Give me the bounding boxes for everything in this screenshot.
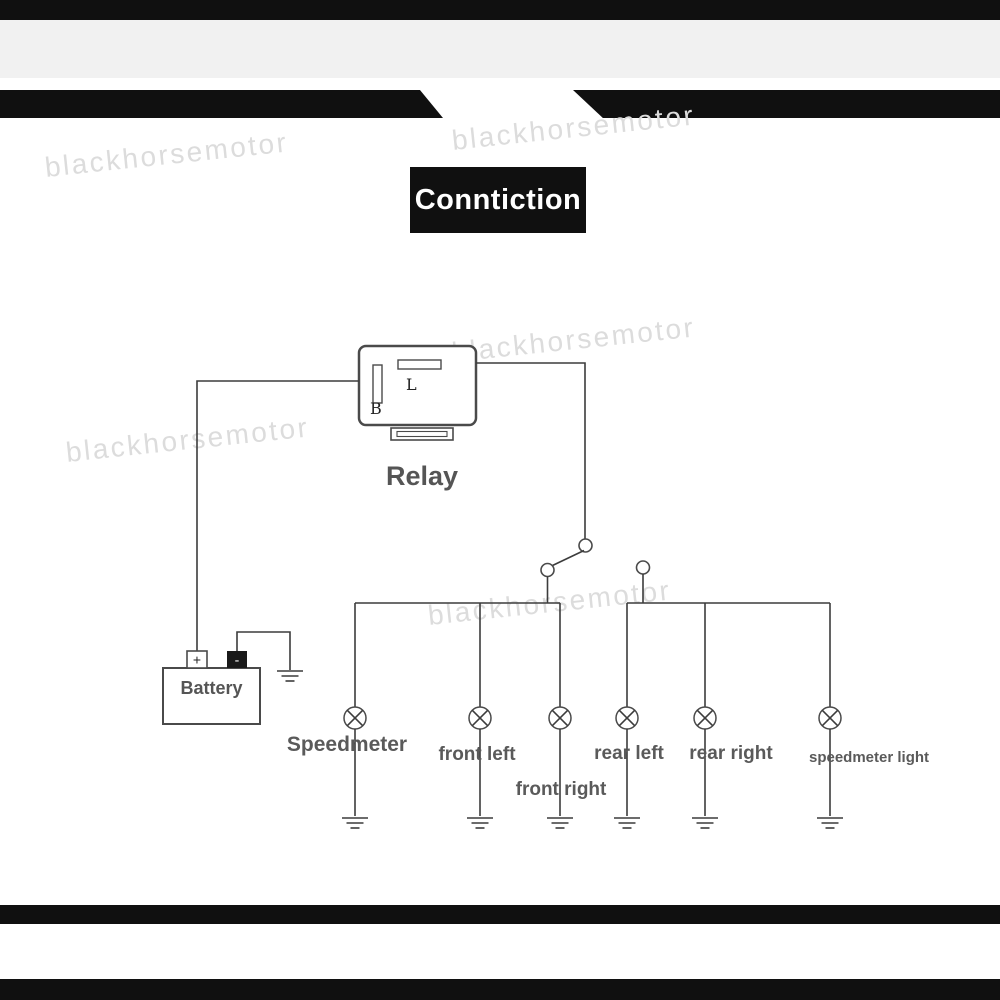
switch-terminal-icon	[540, 562, 555, 578]
relay-label: Relay	[385, 461, 459, 491]
battery-negative-terminal	[227, 651, 247, 668]
header-stripe-left	[0, 90, 443, 118]
lamp-branch-speedmeter	[342, 603, 368, 829]
relay-pin-b-label: B	[370, 399, 382, 418]
relay-pin-b-contact	[372, 364, 383, 404]
relay-body	[357, 344, 478, 427]
lamp-label-front-right: front right	[515, 779, 607, 800]
lamp-x	[346, 709, 364, 727]
header-stripe-right	[573, 90, 1000, 118]
switch-terminal-icon	[578, 538, 593, 553]
switch-terminal-icon	[635, 560, 651, 575]
relay-to-battery-wire	[196, 380, 359, 652]
lamp-branch-rear-left	[614, 603, 640, 829]
lamp-label-rear-left: rear left	[594, 743, 664, 764]
lamp-label-speedmeter: Speedmeter	[286, 733, 408, 756]
battery-ground-wire	[236, 631, 291, 670]
bottom-black-bar-upper	[0, 905, 1000, 924]
battery-negative-label: -	[235, 652, 240, 668]
relay-connector-inner	[396, 430, 448, 438]
title-banner: Conntiction	[410, 167, 586, 233]
lamp-branch-front-left	[467, 603, 493, 829]
header-gray-band	[0, 20, 1000, 78]
lamp-x	[471, 709, 489, 727]
relay-pin-l-label: L	[406, 375, 417, 394]
battery-label: Battery	[180, 678, 242, 698]
bottom-black-bar-lower	[0, 979, 1000, 1000]
lamp-branch-speedmeter-light	[817, 603, 843, 829]
relay-pin-l-contact	[397, 359, 442, 370]
switch-lever	[552, 549, 585, 567]
lamp-x	[551, 709, 569, 727]
lamp-label-speedmeter-light: speedmeter light	[808, 749, 930, 766]
lamp-branch-rear-right	[692, 603, 718, 829]
page-title: Conntiction	[414, 183, 582, 216]
battery-body	[162, 667, 261, 725]
top-black-bar	[0, 0, 1000, 20]
battery-positive-label: +	[193, 652, 201, 668]
relay-to-switch-wire	[476, 362, 586, 539]
battery-positive-terminal	[186, 650, 208, 669]
lamp-x	[618, 709, 636, 727]
lamp-x	[821, 709, 839, 727]
switch-symbol	[540, 538, 651, 603]
relay-symbol: L B	[357, 344, 478, 441]
lamp-branch-front-right	[547, 603, 573, 829]
lamp-x	[696, 709, 714, 727]
lamp-label-rear-right: rear right	[689, 743, 773, 764]
lamp-label-front-left: front left	[438, 744, 516, 765]
battery-symbol: + - Battery	[162, 631, 303, 725]
